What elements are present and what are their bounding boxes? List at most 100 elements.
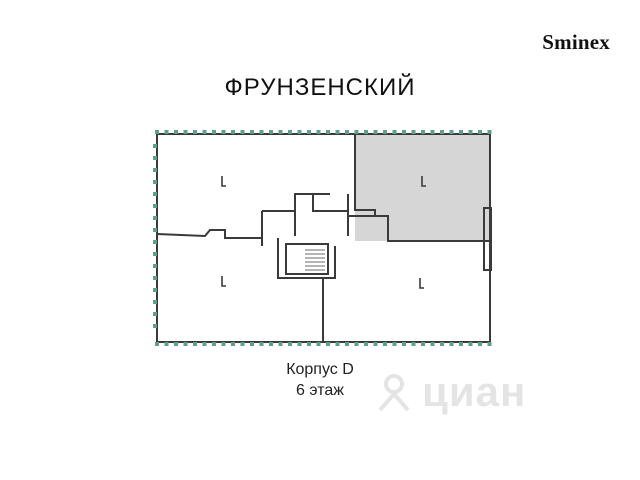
window-dot <box>487 130 492 134</box>
interior-walls <box>156 134 492 342</box>
watermark-text: циан <box>422 368 527 415</box>
window-dot <box>459 342 463 346</box>
window-dot <box>288 342 292 346</box>
window-dot <box>250 130 254 134</box>
window-dot <box>354 342 359 346</box>
window-dot <box>364 130 368 134</box>
window-dot <box>430 342 435 346</box>
window-dot <box>221 130 226 134</box>
window-dot <box>364 342 368 346</box>
window-dot <box>326 342 330 346</box>
window-dot <box>221 342 226 346</box>
window-dot <box>231 130 235 134</box>
window-dot <box>193 130 197 134</box>
window-dot <box>440 130 444 134</box>
window-dot <box>153 204 157 208</box>
window-dot <box>449 342 454 346</box>
window-dot <box>240 342 245 346</box>
window-dot <box>402 342 406 346</box>
window-dot <box>155 342 159 346</box>
brand-logo[interactable]: Sminex <box>542 30 610 54</box>
cian-logo-icon <box>378 374 410 412</box>
window-dot <box>183 342 188 346</box>
door-markers <box>221 176 426 289</box>
plan-caption: Корпус D 6 этаж <box>0 359 640 401</box>
window-dot <box>202 130 207 134</box>
window-dot <box>153 312 157 316</box>
window-dots <box>153 130 492 346</box>
window-dot <box>373 130 378 134</box>
window-dot <box>164 342 169 346</box>
window-dot <box>155 130 159 134</box>
window-dot <box>316 130 321 134</box>
window-dot <box>153 300 157 304</box>
window-dot <box>259 130 264 134</box>
window-dot <box>354 130 359 134</box>
window-dot <box>345 342 349 346</box>
window-dot <box>392 130 397 134</box>
window-dot <box>164 130 169 134</box>
window-dot <box>153 240 157 244</box>
window-dot <box>449 130 454 134</box>
window-dot <box>335 342 340 346</box>
window-dot <box>174 130 178 134</box>
window-dot <box>153 216 157 220</box>
window-dot <box>240 130 245 134</box>
unit-top-right-highlighted[interactable] <box>355 134 490 241</box>
window-dot <box>430 130 435 134</box>
window-dot <box>297 130 302 134</box>
window-dot <box>153 276 157 280</box>
window-dot <box>153 168 157 172</box>
floor-plan <box>153 130 492 346</box>
window-dot <box>392 342 397 346</box>
window-dot <box>345 130 349 134</box>
window-dot <box>153 252 157 256</box>
window-dot <box>402 130 406 134</box>
building-label: Корпус D <box>286 361 354 378</box>
window-dot <box>307 342 311 346</box>
window-dot <box>153 228 157 232</box>
window-dot <box>269 130 273 134</box>
window-dot <box>231 342 235 346</box>
window-dot <box>487 342 492 346</box>
window-dot <box>297 342 302 346</box>
window-dot <box>212 130 216 134</box>
window-dot <box>153 264 157 268</box>
window-dot <box>373 342 378 346</box>
window-dot <box>153 324 157 328</box>
window-dot <box>153 180 157 184</box>
window-dot <box>478 130 482 134</box>
window-dot <box>174 342 178 346</box>
window-dot <box>212 342 216 346</box>
window-dot <box>421 130 425 134</box>
window-dot <box>440 342 444 346</box>
window-dot <box>421 342 425 346</box>
window-dot <box>335 130 340 134</box>
window-dot <box>468 342 473 346</box>
window-dot <box>153 144 157 148</box>
window-dot <box>459 130 463 134</box>
window-dot <box>278 342 283 346</box>
window-dot <box>153 156 157 160</box>
window-dot <box>411 130 416 134</box>
window-dot <box>278 130 283 134</box>
window-dot <box>153 288 157 292</box>
stairwell <box>305 249 325 271</box>
watermark: циан <box>372 368 526 416</box>
window-dot <box>250 342 254 346</box>
window-dot <box>478 342 482 346</box>
window-dot <box>183 130 188 134</box>
window-dot <box>316 342 321 346</box>
window-dot <box>468 130 473 134</box>
window-dot <box>153 192 157 196</box>
window-dot <box>288 130 292 134</box>
floor-label: 6 этаж <box>296 382 344 399</box>
window-dot <box>202 342 207 346</box>
window-dot <box>383 342 387 346</box>
page-title: ФРУНЗЕНСКИЙ <box>224 74 416 101</box>
window-dot <box>193 342 197 346</box>
window-dot <box>326 130 330 134</box>
window-dot <box>269 342 273 346</box>
window-dot <box>307 130 311 134</box>
window-dot <box>383 130 387 134</box>
